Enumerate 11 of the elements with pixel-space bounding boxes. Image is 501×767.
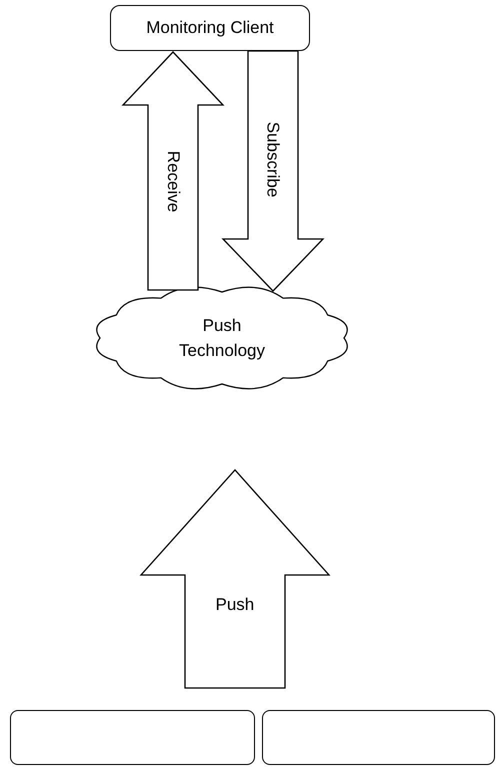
client-box [110,5,310,51]
block-arrow [140,469,330,689]
machine-box [10,710,255,765]
block-arrow [122,51,224,291]
edge-label: Push [216,596,254,612]
node-text: Push Technology [178,314,266,362]
node-text: Monitoring Client [146,17,274,40]
machine-box [262,710,495,765]
edge-label: Receive [164,150,182,212]
block-arrow [221,50,325,292]
edge-label: Subscribe [264,121,282,197]
